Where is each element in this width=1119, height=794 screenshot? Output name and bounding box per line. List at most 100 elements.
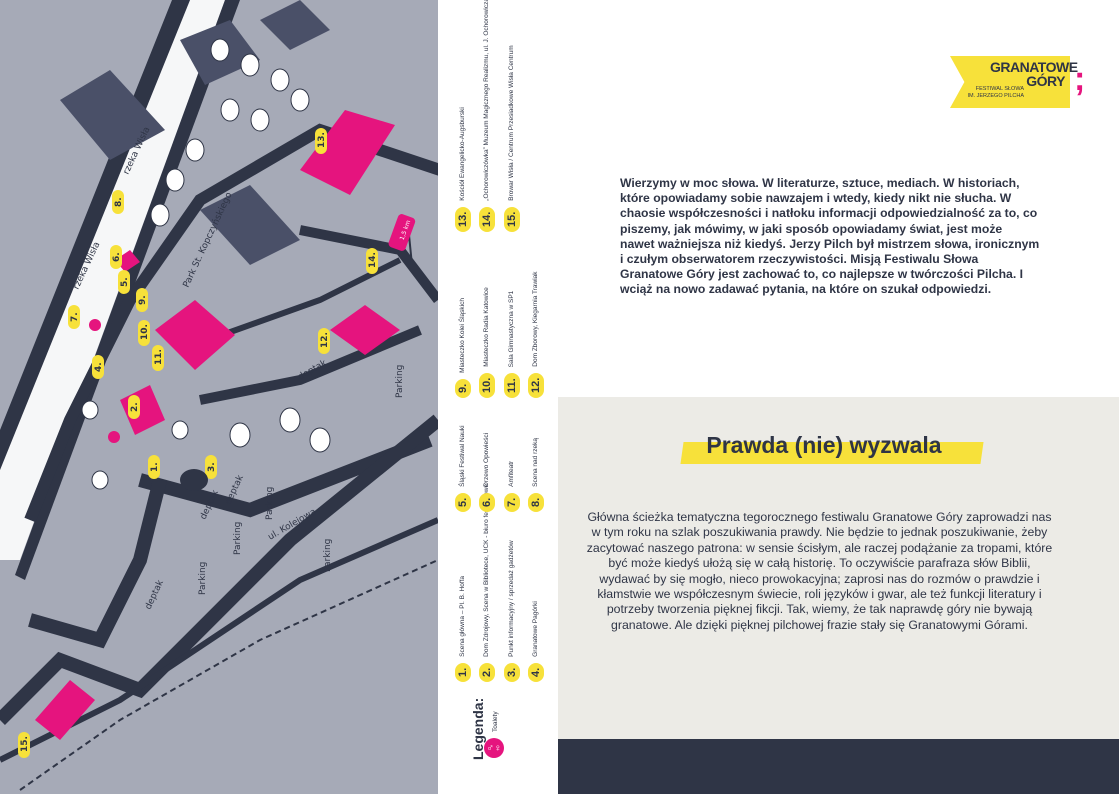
legend-item: 13. Kościół Ewangelicko-Augsburski bbox=[455, 107, 471, 232]
legend-num: 2. bbox=[479, 662, 495, 682]
footer-band bbox=[558, 739, 1119, 794]
legend-item: 4. Granatowe Pagórki bbox=[528, 601, 544, 682]
marker-13[interactable]: 13. bbox=[315, 128, 327, 154]
legend-item: 9. Miasteczko Kolei Śląskich bbox=[455, 298, 471, 398]
legend-num: 12. bbox=[528, 372, 544, 398]
svg-text:6.: 6. bbox=[112, 252, 122, 262]
legend-num: 14. bbox=[479, 206, 495, 232]
marker-6[interactable]: 6. bbox=[110, 245, 122, 269]
svg-text:5.: 5. bbox=[120, 277, 130, 287]
legend-text: „Ochorowiczówka” Muzeum Magicznego Reali… bbox=[483, 0, 491, 201]
legend-num: 10. bbox=[479, 372, 495, 398]
section-heading: Prawda (nie) wyzwala bbox=[674, 430, 994, 470]
svg-text:8.: 8. bbox=[114, 197, 124, 207]
legend-text: Dom Zborowy, Kiegarnia Trawiak bbox=[532, 271, 540, 367]
svg-text:14.: 14. bbox=[368, 252, 378, 268]
festival-logo: GRANATOWE GÓRY FESTIWAL SŁOWA IM. JERZEG… bbox=[950, 56, 1090, 108]
svg-text:11.: 11. bbox=[154, 349, 164, 365]
building-dom-zborowy bbox=[330, 305, 400, 355]
trees bbox=[81, 38, 331, 490]
marker-11[interactable]: 11. bbox=[152, 345, 164, 371]
legend-item: 15. Browar Wisła / Centrum Przesiadkowe … bbox=[504, 45, 520, 232]
section-title: Prawda (nie) wyzwala bbox=[706, 432, 942, 458]
legend-item: 5. Śląski Festiwal Nauki bbox=[455, 425, 471, 512]
park-block bbox=[200, 185, 300, 265]
legend-item: 6. Drzewo Opowieści bbox=[479, 433, 495, 512]
marker-10[interactable]: 10. bbox=[138, 320, 150, 346]
building-dom-zdrojowy bbox=[120, 385, 165, 435]
logo-subtitle: FESTIWAL SŁOWA IM. JERZEGO PILCHA bbox=[962, 86, 1024, 99]
svg-text:12.: 12. bbox=[320, 332, 330, 348]
main-stage-circle bbox=[180, 469, 208, 491]
legend-text: Dom Zdrojowy, Scena w Bibliotece, UCK - … bbox=[483, 483, 491, 657]
legend-num: 15. bbox=[504, 206, 520, 232]
road-kolejowa bbox=[138, 433, 433, 518]
marker-2[interactable]: 2. bbox=[128, 395, 140, 419]
legend-text: Miasteczko Kolei Śląskich bbox=[459, 298, 467, 373]
map-toilets bbox=[89, 319, 120, 443]
svg-text:15.: 15. bbox=[20, 736, 30, 752]
marker-3[interactable]: 3. bbox=[205, 455, 217, 479]
legend-num: 3. bbox=[504, 662, 520, 682]
legend-num: 9. bbox=[455, 378, 471, 398]
map-drawing: 1,5 km Park St. Kopczyńskiego ul. Kolejo… bbox=[0, 0, 438, 791]
building-gym bbox=[155, 300, 235, 370]
legend-item: 3. Punkt informacyjny / sprzedaż gadżetó… bbox=[504, 540, 520, 682]
legend-item: 10. Miasteczko Radia Katowice bbox=[479, 287, 495, 398]
legend-item: 2. Dom Zdrojowy, Scena w Bibliotece, UCK… bbox=[479, 483, 495, 682]
logo-subtitle-line1: FESTIWAL SŁOWA bbox=[975, 86, 1024, 92]
map-markers: 1. 2. 3. 4. 5. 6. 7. 8. 9. 10. 11. 12. 1… bbox=[18, 128, 378, 758]
marker-5[interactable]: 5. bbox=[118, 270, 130, 294]
section-body: Główna ścieżka tematyczna tegorocznego f… bbox=[586, 510, 1053, 632]
legend-text: Sala Gimnastyczna w SP1 bbox=[508, 290, 516, 368]
toilet-icon: ♂♀ bbox=[484, 738, 504, 758]
marker-4[interactable]: 4. bbox=[92, 355, 104, 379]
toilet-icon bbox=[108, 431, 120, 443]
festival-map: 1,5 km Park St. Kopczyńskiego ul. Kolejo… bbox=[0, 0, 438, 794]
street-label: deptak bbox=[144, 578, 167, 611]
legend-num: 1. bbox=[455, 662, 471, 682]
street-label: Parking bbox=[265, 487, 275, 520]
svg-text:1.: 1. bbox=[150, 462, 160, 472]
building-block bbox=[260, 0, 330, 50]
legend-text: Kościół Ewangelicko-Augsburski bbox=[459, 107, 467, 201]
legend-text: Miasteczko Radia Katowice bbox=[483, 287, 491, 367]
marker-12[interactable]: 12. bbox=[318, 328, 330, 354]
legend-num: 11. bbox=[504, 373, 520, 398]
marker-8[interactable]: 8. bbox=[112, 190, 124, 214]
legend-num: 4. bbox=[528, 662, 544, 682]
street-label: Parking bbox=[395, 365, 405, 398]
legend-text: Granatowe Pagórki bbox=[532, 601, 540, 657]
building-browar bbox=[35, 680, 95, 740]
logo-flag bbox=[950, 56, 1070, 108]
rail-track bbox=[0, 0, 190, 470]
legend-item: 12. Dom Zborowy, Kiegarnia Trawiak bbox=[528, 271, 544, 398]
distance-flag bbox=[388, 214, 416, 251]
legend-item: 14. „Ochorowiczówka” Muzeum Magicznego R… bbox=[479, 0, 495, 232]
svg-text:2.: 2. bbox=[130, 402, 140, 412]
legend-num: 8. bbox=[528, 492, 544, 512]
marker-15[interactable]: 15. bbox=[18, 732, 30, 758]
legend-item: 8. Scena nad rzeką bbox=[528, 438, 544, 512]
svg-text:7.: 7. bbox=[70, 312, 80, 322]
legend-item: 11. Sala Gimnastyczna w SP1 bbox=[504, 291, 520, 398]
river-band bbox=[0, 0, 225, 560]
legend-text: Scena nad rzeką bbox=[532, 438, 540, 487]
logo-title: GRANATOWE GÓRY bbox=[990, 60, 1078, 89]
legend-text: Browar Wisła / Centrum Przesiadkowe Wisł… bbox=[508, 45, 516, 201]
street-label: Parking bbox=[233, 522, 243, 555]
marker-14[interactable]: 14. bbox=[366, 248, 378, 274]
intro-paragraph: Wierzymy w moc słowa. W literaturze, szt… bbox=[620, 176, 1040, 297]
svg-text:13.: 13. bbox=[317, 132, 327, 148]
road-deptak bbox=[28, 478, 167, 649]
legend-text: Amfiteatr bbox=[508, 460, 516, 487]
marker-9[interactable]: 9. bbox=[136, 288, 148, 312]
legend-num: 7. bbox=[504, 492, 520, 512]
toilet-icon bbox=[89, 319, 101, 331]
logo-title-line2: GÓRY bbox=[1026, 73, 1065, 89]
marker-7[interactable]: 7. bbox=[68, 305, 80, 329]
legend-text: Śląski Festiwal Nauki bbox=[459, 425, 467, 487]
legend-num: 5. bbox=[455, 492, 471, 512]
marker-1[interactable]: 1. bbox=[148, 455, 160, 479]
svg-text:3.: 3. bbox=[207, 462, 217, 472]
